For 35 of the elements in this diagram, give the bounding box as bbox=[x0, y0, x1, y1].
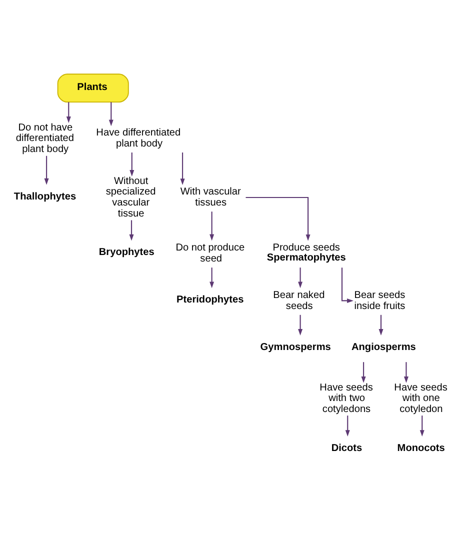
arrow bbox=[130, 152, 134, 176]
node-text: Thallophytes bbox=[14, 190, 76, 202]
arrow bbox=[246, 196, 310, 240]
node-text: Bear seeds inside fruits bbox=[354, 289, 406, 312]
arrow bbox=[129, 220, 134, 240]
arrow bbox=[66, 102, 71, 122]
node-text: Without specialized vascular tissue bbox=[106, 175, 156, 219]
arrow bbox=[298, 314, 303, 335]
arrow bbox=[210, 267, 214, 288]
arrow bbox=[361, 362, 366, 382]
arrow bbox=[345, 415, 350, 436]
node-text: Have differentiated plant body bbox=[96, 127, 181, 150]
arrow bbox=[378, 314, 384, 335]
node-text: With vascular tissues bbox=[180, 186, 241, 208]
arrow bbox=[44, 155, 49, 184]
arrow bbox=[404, 362, 408, 382]
node-text: Pteridophytes bbox=[176, 294, 244, 306]
arrow bbox=[420, 415, 424, 436]
arrow bbox=[298, 267, 303, 288]
node-text: Gymnosperms bbox=[260, 341, 331, 352]
node-text: Produce seeds Spermatophytes bbox=[266, 242, 346, 264]
node-text: Monocots bbox=[397, 442, 445, 454]
arrow bbox=[180, 152, 185, 185]
node-text: Angiosperms bbox=[352, 341, 416, 352]
node-text: Do not have differentiated plant body bbox=[16, 122, 74, 155]
node-box: Plants bbox=[57, 73, 129, 102]
arrow bbox=[108, 102, 114, 126]
node-text: Bear naked seeds bbox=[273, 289, 325, 312]
arrow bbox=[210, 211, 214, 240]
node-text: Bryophytes bbox=[98, 246, 154, 258]
node-text: Have seeds with two cotyledons bbox=[320, 382, 373, 414]
node-text: Do not produce seed bbox=[176, 242, 245, 264]
node-text: Dicots bbox=[331, 442, 362, 454]
arrow bbox=[341, 267, 354, 302]
node-text: Have seeds with one cotyledon bbox=[394, 382, 448, 414]
